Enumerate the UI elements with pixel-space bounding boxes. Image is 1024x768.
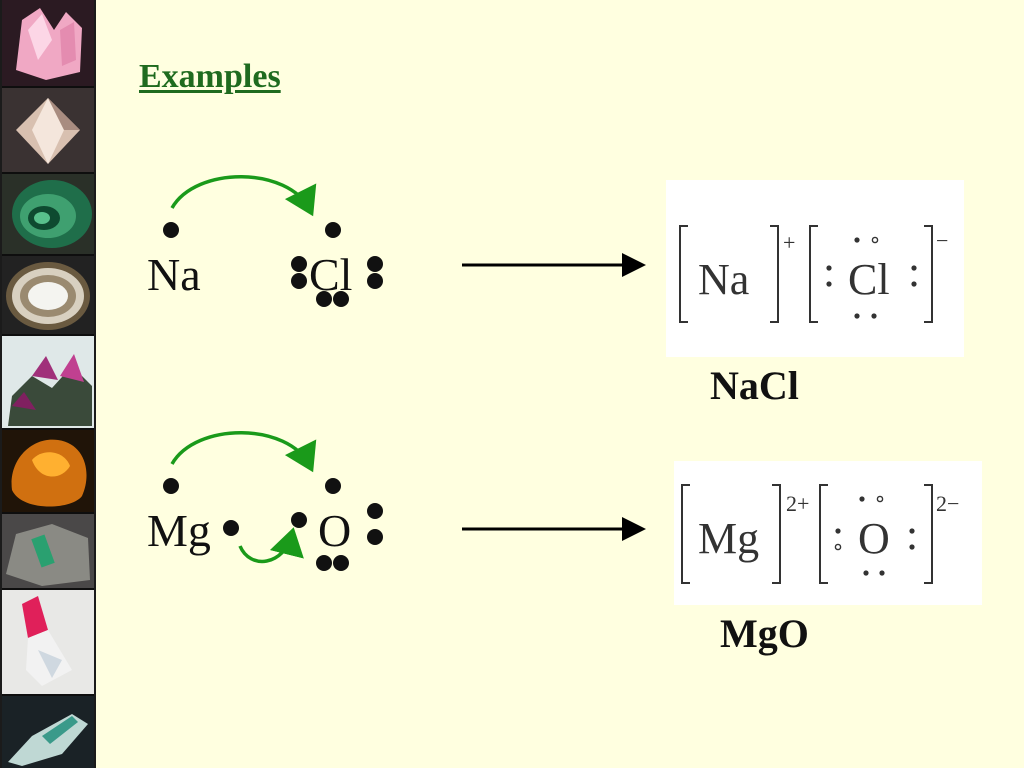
product-anion-o: O <box>858 514 890 563</box>
product-cation-na: Na <box>698 255 750 304</box>
nacl-lewis-structure: Na + Cl − <box>666 180 964 357</box>
valence-electron <box>367 503 383 519</box>
product-cation-mg: Mg <box>698 514 760 563</box>
valence-electron <box>325 222 341 238</box>
amethyst-cluster-image <box>2 336 94 430</box>
valence-electron <box>291 512 307 528</box>
valence-electron <box>223 520 239 536</box>
amber-image <box>2 430 94 514</box>
mgo-lewis-structure: Mg 2+ O 2− <box>674 461 982 605</box>
electron-transfer-arrow-mg-o-bottom <box>238 527 304 564</box>
rose-quartz-image <box>2 0 94 88</box>
reactant-symbol-mg: Mg <box>147 505 211 556</box>
valence-electron <box>316 555 332 571</box>
valence-electron <box>367 256 383 272</box>
valence-electron <box>333 555 349 571</box>
anion-charge-minus: − <box>936 228 949 253</box>
malachite-image <box>2 174 94 256</box>
formula-nacl: NaCl <box>710 363 799 408</box>
formula-mgo: MgO <box>720 611 809 656</box>
nacl-brackets <box>679 225 933 323</box>
valence-electron <box>333 291 349 307</box>
mgo-brackets <box>681 484 933 584</box>
valence-electron <box>291 256 307 272</box>
valence-electron <box>163 222 179 238</box>
valence-electron <box>316 291 332 307</box>
mineral-image-strip <box>0 0 96 768</box>
slide-title: Examples <box>139 58 281 95</box>
cation-charge-2plus: 2+ <box>786 491 810 516</box>
blue-green-crystal-image <box>2 696 94 768</box>
reactant-symbol-o: O <box>318 505 352 556</box>
reactant-symbol-cl: Cl <box>309 249 353 300</box>
agate-image <box>2 256 94 336</box>
product-anion-cl: Cl <box>848 255 890 304</box>
rubellite-tourmaline-image <box>2 590 94 696</box>
electron-transfer-arrow-na-cl <box>170 175 317 217</box>
anion-charge-2minus: 2− <box>936 491 960 516</box>
reactant-symbol-na: Na <box>147 249 201 300</box>
valence-electron <box>367 529 383 545</box>
smoky-quartz-image <box>2 88 94 174</box>
valence-electron <box>291 273 307 289</box>
valence-electron <box>325 478 341 494</box>
valence-electron <box>163 478 179 494</box>
emerald-in-matrix-image <box>2 514 94 590</box>
electron-transfer-arrow-mg-o-top <box>170 431 317 473</box>
cation-charge-plus: + <box>783 230 796 255</box>
valence-electron <box>367 273 383 289</box>
